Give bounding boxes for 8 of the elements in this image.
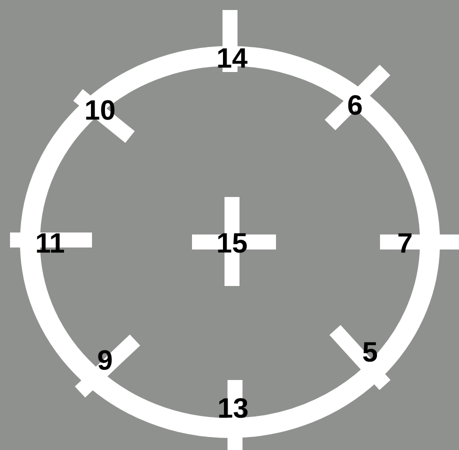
number-label: 13: [219, 398, 248, 418]
number-label: 14: [218, 48, 248, 68]
number-label: 10: [86, 100, 114, 120]
number-label: 9: [98, 350, 112, 370]
number-label: 11: [36, 233, 64, 253]
number-label: 7: [398, 233, 412, 253]
number-label: 15: [218, 233, 247, 253]
number-label: 6: [348, 95, 362, 115]
